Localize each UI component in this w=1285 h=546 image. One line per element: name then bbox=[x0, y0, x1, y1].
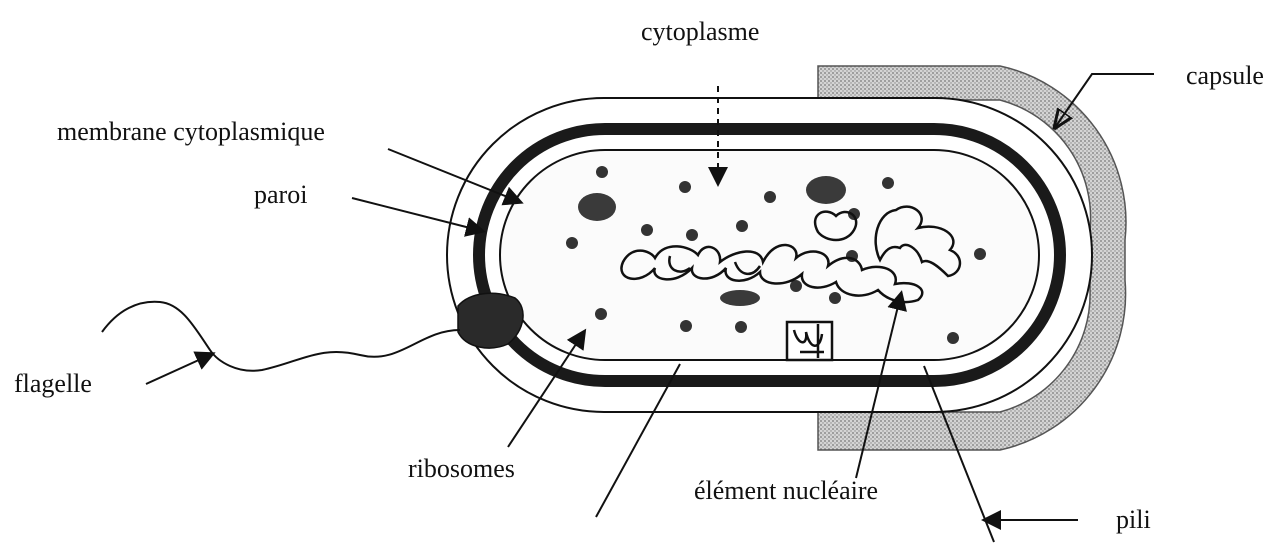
flagellum-base bbox=[458, 293, 523, 348]
label-flagelle: flagelle bbox=[14, 369, 92, 398]
inclusion-granule bbox=[720, 290, 760, 306]
inclusion-granule bbox=[578, 193, 616, 221]
label-pili: pili bbox=[1116, 505, 1151, 534]
label-nucleaire: élément nucléaire bbox=[694, 476, 878, 505]
label-paroi: paroi bbox=[254, 180, 307, 209]
plasmid-structure bbox=[787, 322, 832, 360]
inclusion-granule bbox=[806, 176, 846, 204]
label-capsule: capsule bbox=[1186, 61, 1264, 90]
flagelle-arrow bbox=[146, 354, 212, 384]
label-ribosomes: ribosomes bbox=[408, 454, 515, 483]
flagellum-filament bbox=[102, 302, 460, 371]
label-membrane: membrane cytoplasmique bbox=[57, 117, 325, 146]
label-cytoplasme: cytoplasme bbox=[641, 17, 759, 46]
